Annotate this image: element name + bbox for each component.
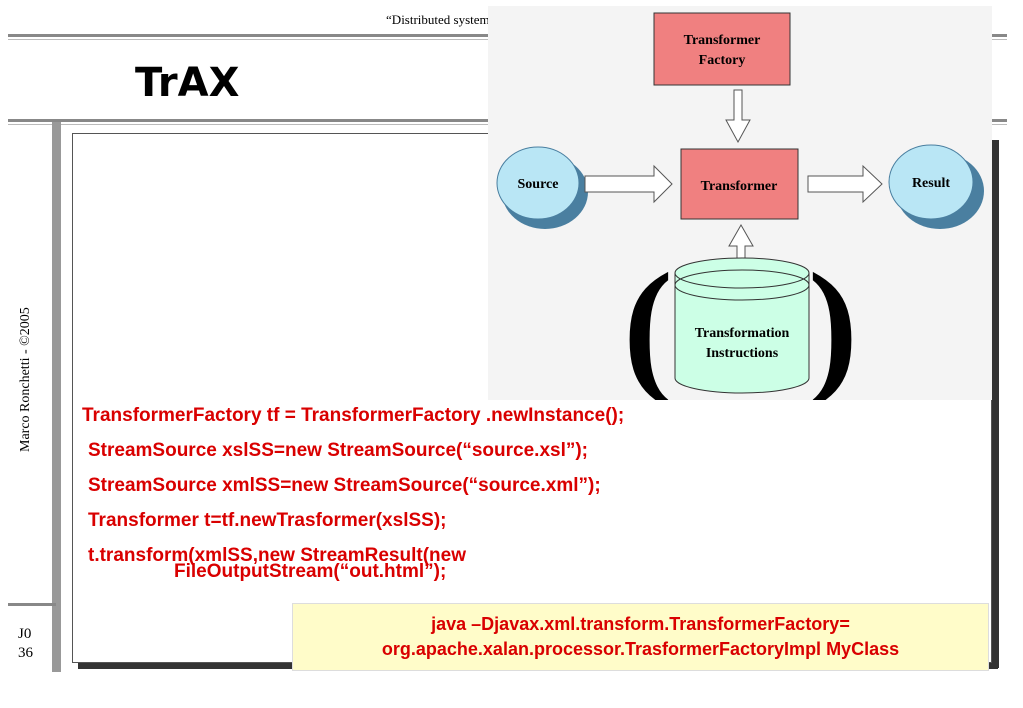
code-line: TransformerFactory tf = TransformerFacto… [82, 405, 625, 426]
code-line: StreamSource xmlSS=new StreamSource(“sou… [88, 475, 601, 496]
result-ellipse [888, 144, 974, 220]
left-parenthesis: ( [623, 243, 673, 400]
instructions-cylinder-top [674, 257, 810, 289]
code-line: t.transform(xmlSS,new StreamResult(new [88, 545, 466, 566]
command-box: java –Djavax.xml.transform.TransformerFa… [292, 603, 989, 671]
footer-rule [8, 603, 56, 606]
trax-diagram: Transformer Factory Transformer Source R… [488, 6, 992, 400]
transformer-label: Transformer [701, 179, 778, 194]
slide-section: J0 [18, 626, 32, 642]
transformer-factory-box [653, 12, 791, 86]
source-to-transformer-arrow [584, 164, 673, 204]
instructions-label-2: Instructions [706, 346, 779, 361]
source-ellipse [496, 146, 580, 220]
code-line-continuation: FileOutputStream(“out.html”); [174, 561, 447, 582]
code-line: StreamSource xslSS=new StreamSource(“sou… [88, 440, 589, 461]
factory-to-transformer-arrow [725, 89, 751, 144]
instructions-cylinder-ring [674, 269, 810, 301]
right-parenthesis: ) [808, 243, 858, 400]
command-line-1: java –Djavax.xml.transform.TransformerFa… [431, 614, 850, 634]
instructions-cylinder-body [674, 273, 810, 394]
factory-label-1: Transformer [684, 33, 761, 48]
result-label: Result [912, 176, 950, 191]
left-vertical-bar [52, 122, 61, 672]
instructions-label-1: Transformation [695, 326, 790, 341]
code-line: Transformer t=tf.newTrasformer(xslSS); [88, 510, 447, 531]
slide-number: J0 36 [18, 625, 33, 663]
author-credit: Marco Ronchetti - ©2005 [18, 307, 33, 452]
content-shadow-right [991, 140, 999, 668]
command-line-2: org.apache.xalan.processor.TrasformerFac… [381, 639, 900, 659]
code-block: TransformerFactory tf = TransformerFacto… [82, 402, 624, 586]
slide-page: 36 [18, 645, 33, 661]
slide-title: TrAX [135, 60, 240, 106]
transformer-to-result-arrow [807, 164, 883, 204]
transformer-box [680, 148, 799, 220]
factory-label-2: Factory [699, 53, 746, 68]
source-label: Source [518, 177, 559, 192]
